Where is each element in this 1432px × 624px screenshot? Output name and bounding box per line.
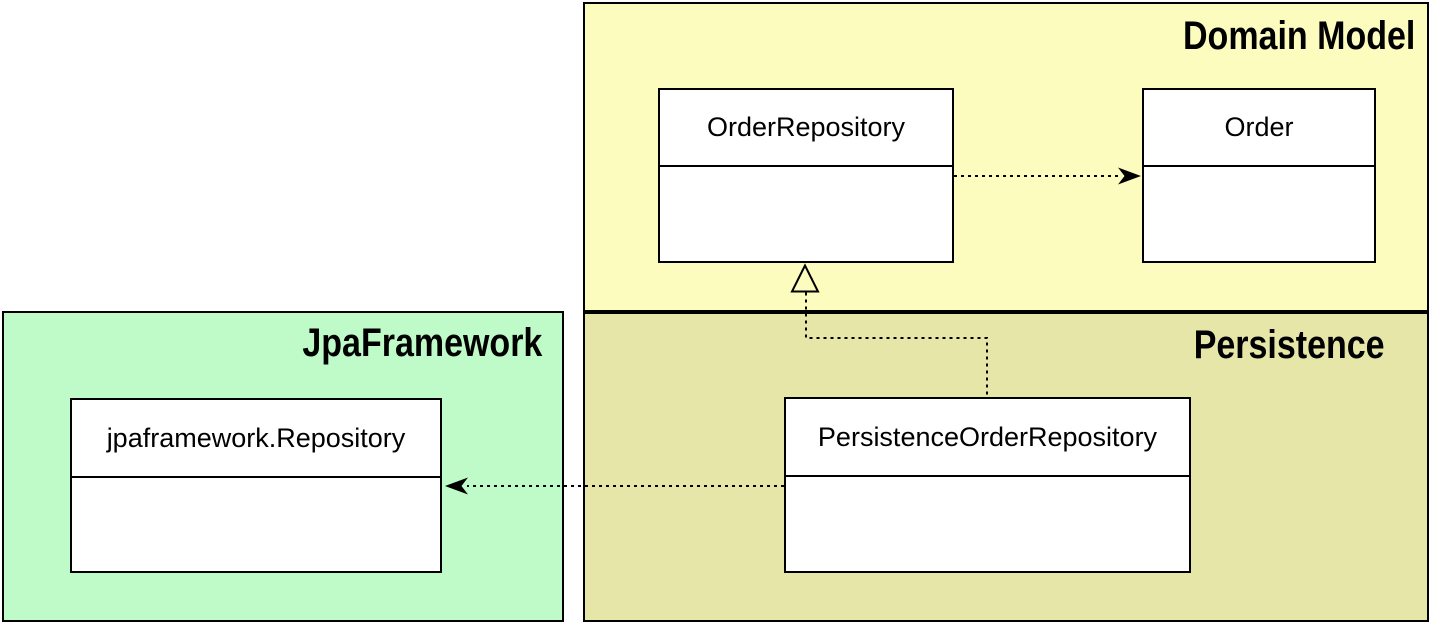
class-box-jpaframework-repository: jpaframework.Repository xyxy=(70,398,442,573)
class-members-compartment xyxy=(72,478,440,571)
package-title-jpaframework: JpaFramework xyxy=(302,321,542,365)
class-name-persistence-order-repository: PersistenceOrderRepository xyxy=(786,399,1189,477)
class-name-order: Order xyxy=(1144,90,1374,167)
class-box-persistence-order-repository: PersistenceOrderRepository xyxy=(784,397,1191,573)
class-members-compartment xyxy=(660,167,952,261)
class-name-order-repository: OrderRepository xyxy=(660,90,952,167)
class-box-order-repository: OrderRepository xyxy=(658,88,954,263)
class-box-order: Order xyxy=(1142,88,1376,263)
package-title-persistence: Persistence xyxy=(1194,323,1385,367)
class-members-compartment xyxy=(786,477,1189,571)
class-name-jpaframework-repository: jpaframework.Repository xyxy=(72,400,440,478)
class-members-compartment xyxy=(1144,167,1374,261)
package-title-domain-model: Domain Model xyxy=(1182,14,1415,58)
